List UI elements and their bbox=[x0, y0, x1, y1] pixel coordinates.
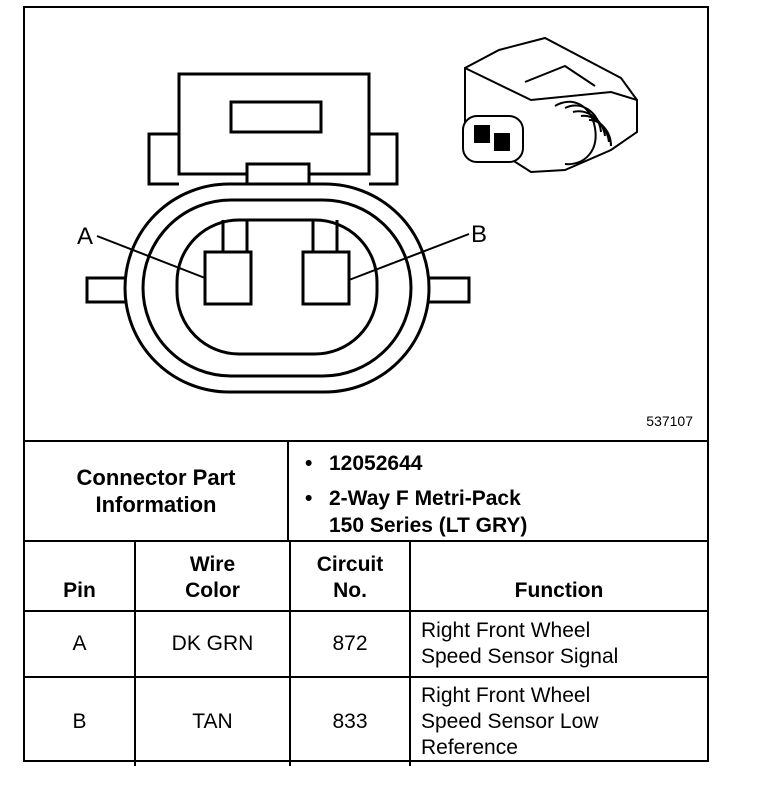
right-mounting-ear bbox=[425, 276, 471, 304]
leader-line-a bbox=[96, 235, 206, 279]
iso-seal-coil bbox=[554, 100, 597, 166]
iso-seal-coil bbox=[564, 104, 602, 133]
connector-page-frame: A B 537107 Connector Part Information 12… bbox=[23, 6, 709, 766]
iso-mating-face bbox=[462, 115, 524, 163]
header-wire-color: Wire Color bbox=[134, 540, 291, 612]
iso-cavity-b bbox=[494, 133, 510, 151]
table-row: B TAN 833 Right Front Wheel Speed Sensor… bbox=[25, 676, 707, 766]
part-number: 12052644 bbox=[305, 450, 707, 477]
cell-wire-color: TAN bbox=[134, 676, 291, 766]
connector-type: 2-Way F Metri-Pack 150 Series (LT GRY) bbox=[305, 485, 707, 539]
iso-seal-coil bbox=[572, 110, 606, 137]
connector-diagram: A B 537107 bbox=[25, 8, 707, 440]
table-row: A DK GRN 872 Right Front Wheel Speed Sen… bbox=[25, 610, 707, 678]
pin-function-table: Pin Wire Color Circuit No. Function A DK… bbox=[25, 540, 707, 766]
connector-part-info: Connector Part Information 12052644 2-Wa… bbox=[25, 440, 707, 540]
left-mounting-ear bbox=[85, 276, 129, 304]
housing-left-shoulder bbox=[147, 132, 179, 186]
connector-isometric-view bbox=[462, 36, 638, 174]
connector-face-drawing: A B bbox=[77, 36, 638, 394]
iso-seal-coil bbox=[588, 119, 612, 147]
cell-pin: B bbox=[25, 676, 136, 766]
cell-function: Right Front Wheel Speed Sensor Low Refer… bbox=[409, 676, 707, 766]
connector-inner-cavity bbox=[175, 218, 379, 356]
cell-function: Right Front Wheel Speed Sensor Signal bbox=[409, 610, 707, 678]
connector-info-title-text: Connector Part Information bbox=[76, 465, 236, 517]
connector-info-bullets: 12052644 2-Way F Metri-Pack 150 Series (… bbox=[289, 442, 707, 548]
connector-seal-ring bbox=[141, 198, 413, 378]
iso-latch bbox=[524, 64, 596, 87]
pin-label-b: B bbox=[471, 221, 487, 248]
iso-cavity-a bbox=[474, 125, 490, 143]
locking-tab bbox=[177, 72, 371, 176]
housing-right-shoulder bbox=[369, 132, 399, 186]
connector-outer-ring bbox=[123, 182, 431, 394]
iso-top-edge bbox=[464, 67, 638, 102]
connector-info-title: Connector Part Information bbox=[25, 442, 289, 540]
cell-wire-color: DK GRN bbox=[134, 610, 291, 678]
pin-label-a: A bbox=[77, 223, 93, 250]
cell-circuit: 833 bbox=[289, 676, 411, 766]
connector-face-view bbox=[85, 72, 471, 394]
header-pin: Pin bbox=[25, 540, 136, 612]
header-function: Function bbox=[409, 540, 707, 612]
cell-circuit: 872 bbox=[289, 610, 411, 678]
cell-pin: A bbox=[25, 610, 136, 678]
terminal-b bbox=[301, 250, 351, 306]
leader-line-b bbox=[348, 233, 470, 281]
table-header-row: Pin Wire Color Circuit No. Function bbox=[25, 540, 707, 612]
header-circuit-no: Circuit No. bbox=[289, 540, 411, 612]
locking-tab-slot bbox=[229, 100, 323, 134]
figure-id: 537107 bbox=[646, 413, 693, 429]
